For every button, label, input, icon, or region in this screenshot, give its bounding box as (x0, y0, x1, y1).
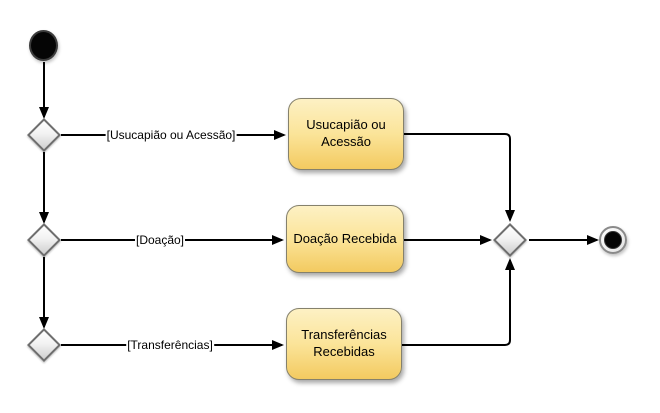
guard-label-transferencias: [Transferências] (126, 338, 214, 352)
final-node (599, 226, 627, 254)
edge-activity3-to-merge (402, 258, 515, 346)
activity-transferencias-recebidas-label: Transferências Recebidas (301, 327, 387, 359)
activity-doacao-recebida: Doação Recebida (286, 205, 404, 273)
activity-usucapiao-acessao: Usucapião ou Acessão (288, 98, 404, 170)
activity-usucapiao-acessao-label: Usucapião ou Acessão (306, 117, 386, 149)
initial-node (29, 30, 58, 61)
activity-transferencias-recebidas: Transferências Recebidas (286, 308, 402, 380)
edge-activity1-to-merge (404, 133, 515, 222)
activity-doacao-recebida-label: Doação Recebida (293, 230, 397, 246)
final-node-inner-dot (604, 231, 622, 249)
guard-label-usucapiao: [Usucapião ou Acessão] (105, 128, 237, 142)
guard-label-doacao: [Doação] (134, 233, 186, 247)
